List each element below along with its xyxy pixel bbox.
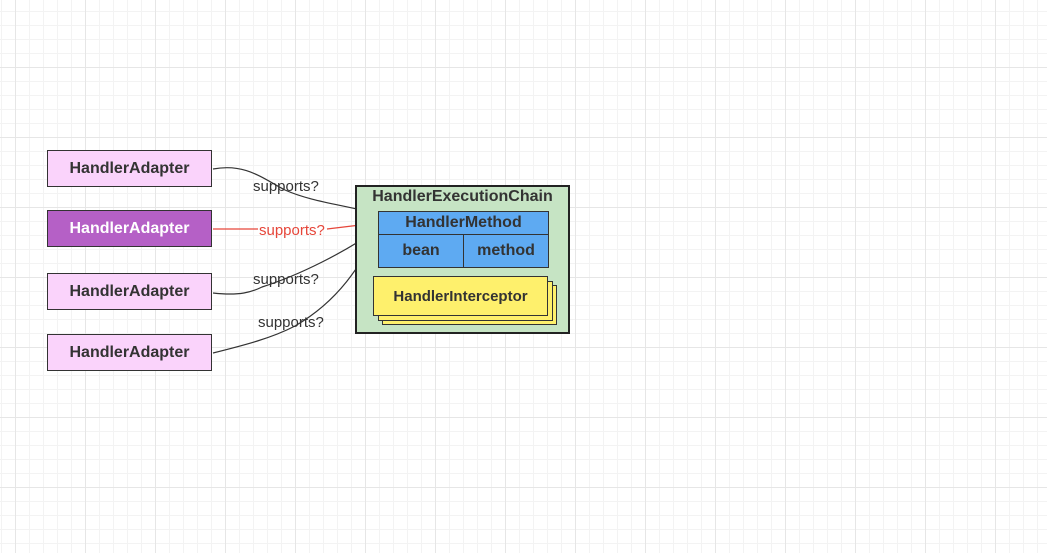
handler-method-method-label: method [477,242,535,259]
handler-adapter-3: HandlerAdapter [47,273,212,310]
handler-adapter-2: HandlerAdapter [47,210,212,247]
handler-interceptor-label: HandlerInterceptor [393,287,528,305]
handler-interceptor: HandlerInterceptor [373,276,548,316]
handler-execution-chain-title: HandlerExecutionChain [372,188,553,205]
handler-method: HandlerMethod [378,211,549,235]
handler-adapter-4-label: HandlerAdapter [69,343,190,361]
edge-label-2: supports? [259,222,325,239]
handler-method-bean: bean [378,234,464,268]
edge-adapter-1 [212,167,378,216]
handler-execution-chain: HandlerExecutionChain HandlerMethod bean… [355,185,570,334]
edge-label-4: supports? [258,314,324,331]
handler-adapter-4: HandlerAdapter [47,334,212,371]
handler-method-bean-label: bean [402,242,440,259]
edge-adapter-3 [212,228,379,295]
edge-label-3: supports? [253,271,319,288]
edge-label-1: supports? [253,178,319,195]
handler-adapter-1: HandlerAdapter [47,150,212,187]
handler-adapter-1-label: HandlerAdapter [69,159,190,177]
handler-method-method: method [463,234,549,268]
edge-adapter-4 [212,231,379,354]
handler-method-title: HandlerMethod [405,214,522,231]
handler-adapter-2-label: HandlerAdapter [69,219,190,237]
handler-adapter-3-label: HandlerAdapter [69,282,190,300]
